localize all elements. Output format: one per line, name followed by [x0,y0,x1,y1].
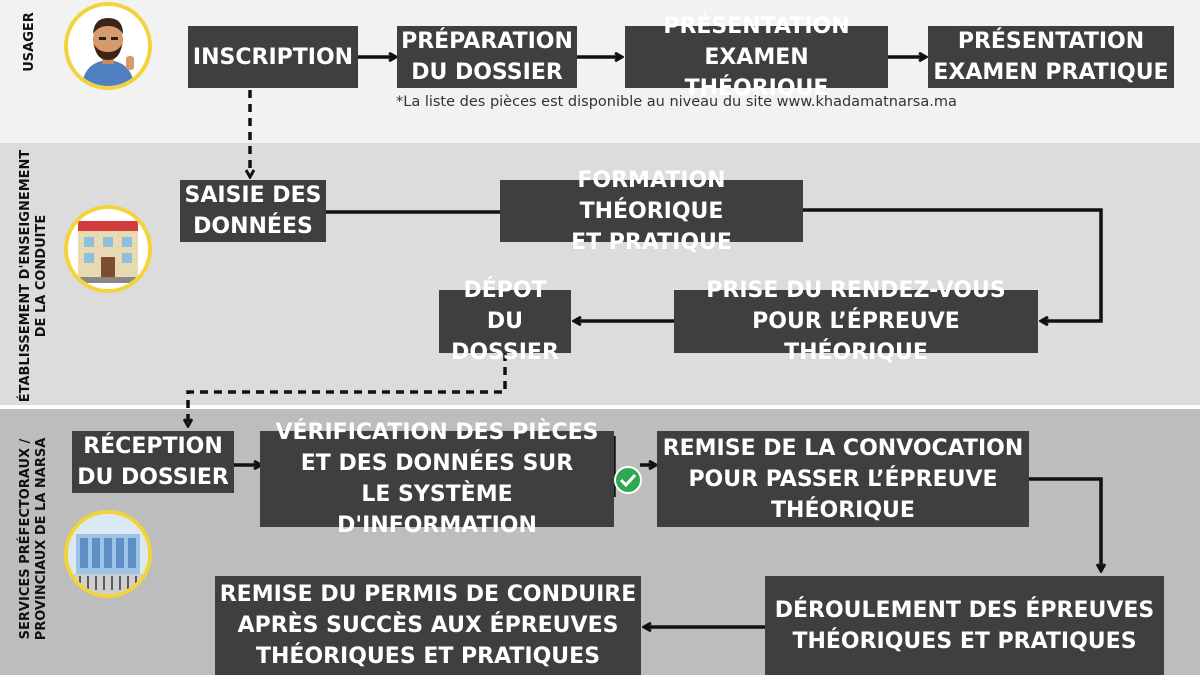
check-mark [619,473,637,488]
step-presentation-examen-pratique: PRÉSENTATION EXAMEN PRATIQUE [928,26,1174,88]
step-verification: VÉRIFICATION DES PIÈCES ET DES DONNÉES S… [260,420,614,538]
school-building-icon [64,205,152,293]
step-deroulement: DÉROULEMENT DES ÉPREUVES THÉORIQUES ET P… [765,576,1164,675]
arrow-depot-reception [188,353,507,425]
dossier-note: *La liste des pièces est disponible au n… [396,94,957,110]
step-convocation: REMISE DE LA CONVOCATION POUR PASSER L’É… [657,431,1029,527]
step-inscription: INSCRIPTION [188,26,358,88]
arrow-convocation-deroulement [1029,477,1101,570]
step-preparation-dossier: PRÉPARATION DU DOSSIER [397,26,577,88]
step-presentation-examen-theorique: PRÉSENTATION EXAMEN THÉORIQUE [625,14,888,101]
step-saisie-donnees: SAISIE DES DONNÉES [180,180,326,242]
user-avatar-icon [64,2,152,90]
step-remise-permis: REMISE DU PERMIS DE CONDUIRE APRÈS SUCCÈ… [215,576,641,675]
narsa-building-icon [64,510,152,598]
step-rendez-vous: PRISE DU RENDEZ-VOUS POUR L’ÉPREUVE THÉO… [674,278,1038,365]
arrow-formation-rendezvous [803,208,1103,321]
check-icon [614,466,642,494]
lane-separator [0,405,1200,409]
step-formation: FORMATION THÉORIQUE ET PRATIQUE [500,168,803,255]
step-reception-dossier: RÉCEPTION DU DOSSIER [72,431,234,493]
step-depot-dossier: DÉPOT DU DOSSIER [439,278,571,365]
